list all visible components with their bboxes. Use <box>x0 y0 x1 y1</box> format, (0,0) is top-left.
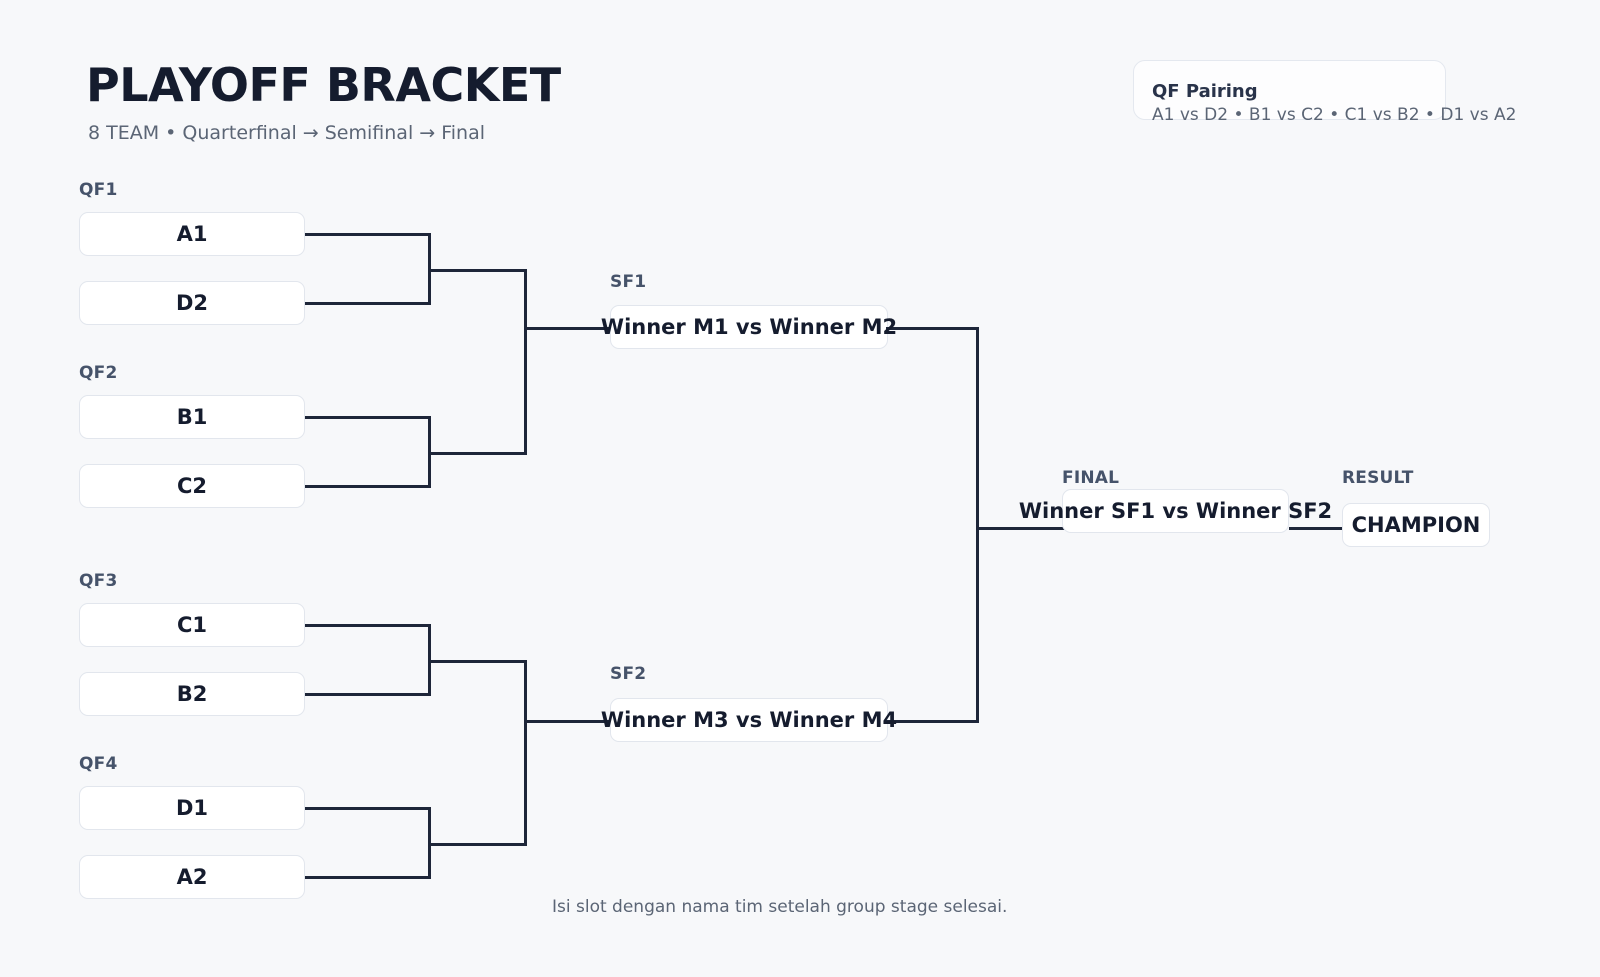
slot-qf3-team1[interactable]: C1 <box>79 603 305 647</box>
round-label-result: RESULT <box>1342 468 1414 488</box>
slot-qf1-team1-text: A1 <box>176 222 208 246</box>
connector-sf2-out <box>886 720 979 723</box>
connector-sf2-bridge <box>524 660 527 846</box>
round-label-qf1: QF1 <box>79 180 118 200</box>
connector-qf4-to-sf2 <box>428 843 527 846</box>
slot-qf1-team2-text: D2 <box>175 291 209 315</box>
slot-sf1[interactable]: Winner M1 vs Winner M2 <box>601 305 897 349</box>
connector-qf3-to-sf2 <box>428 660 527 663</box>
connector-qf4-bottom <box>305 876 431 879</box>
slot-qf1-team1[interactable]: A1 <box>79 212 305 256</box>
slot-qf4-team2[interactable]: A2 <box>79 855 305 899</box>
connector-qf1-bottom <box>305 302 431 305</box>
connector-qf1-top <box>305 233 431 236</box>
slot-qf4-team1-text: D1 <box>175 796 209 820</box>
qf-pairing-list: A1 vs D2 • B1 vs C2 • C1 vs B2 • D1 vs A… <box>1152 105 1517 125</box>
slot-qf4-team2-text: A2 <box>176 865 208 889</box>
connector-qf3-bottom <box>305 693 431 696</box>
connector-qf1-to-sf1 <box>428 269 527 272</box>
slot-sf2-text: Winner M3 vs Winner M4 <box>600 708 898 732</box>
slot-sf1-text: Winner M1 vs Winner M2 <box>600 315 898 339</box>
slot-champion-text: CHAMPION <box>1351 513 1481 537</box>
connector-qf4-top <box>305 807 431 810</box>
slot-qf4-team1[interactable]: D1 <box>79 786 305 830</box>
connector-qf2-top <box>305 416 431 419</box>
connector-final-feed <box>976 527 1096 530</box>
slot-final[interactable]: Winner SF1 vs Winner SF2 <box>1019 489 1332 533</box>
connector-sf1-out <box>886 327 979 330</box>
page-title: PLAYOFF BRACKET <box>86 58 561 112</box>
round-label-sf1: SF1 <box>610 272 647 292</box>
footnote: Isi slot dengan nama tim setelah group s… <box>552 897 1008 917</box>
slot-qf2-team2[interactable]: C2 <box>79 464 305 508</box>
connector-sf2-feed <box>524 720 614 723</box>
slot-final-text: Winner SF1 vs Winner SF2 <box>1018 499 1333 523</box>
connector-final-to-result <box>1289 527 1344 530</box>
round-label-sf2: SF2 <box>610 664 647 684</box>
slot-qf2-team2-text: C2 <box>176 474 208 498</box>
qf-pairing-title: QF Pairing <box>1152 81 1258 102</box>
connector-final-bridge <box>976 327 979 723</box>
slot-qf2-team1[interactable]: B1 <box>79 395 305 439</box>
round-label-final: FINAL <box>1062 468 1120 488</box>
slot-qf2-team1-text: B1 <box>176 405 208 429</box>
connector-qf2-to-sf1 <box>428 452 527 455</box>
connector-qf3-top <box>305 624 431 627</box>
slot-sf2[interactable]: Winner M3 vs Winner M4 <box>601 698 897 742</box>
round-label-qf3: QF3 <box>79 571 118 591</box>
connector-qf2-bottom <box>305 485 431 488</box>
page-subtitle: 8 TEAM • Quarterfinal → Semifinal → Fina… <box>88 122 486 144</box>
slot-qf3-team2-text: B2 <box>176 682 208 706</box>
slot-qf1-team2[interactable]: D2 <box>79 281 305 325</box>
slot-qf3-team2[interactable]: B2 <box>79 672 305 716</box>
slot-champion[interactable]: CHAMPION <box>1342 503 1490 547</box>
round-label-qf4: QF4 <box>79 754 118 774</box>
connector-sf1-bridge <box>524 269 527 455</box>
round-label-qf2: QF2 <box>79 363 118 383</box>
slot-qf3-team1-text: C1 <box>176 613 208 637</box>
connector-sf1-feed <box>524 327 614 330</box>
qf-pairing-card <box>1133 60 1446 120</box>
